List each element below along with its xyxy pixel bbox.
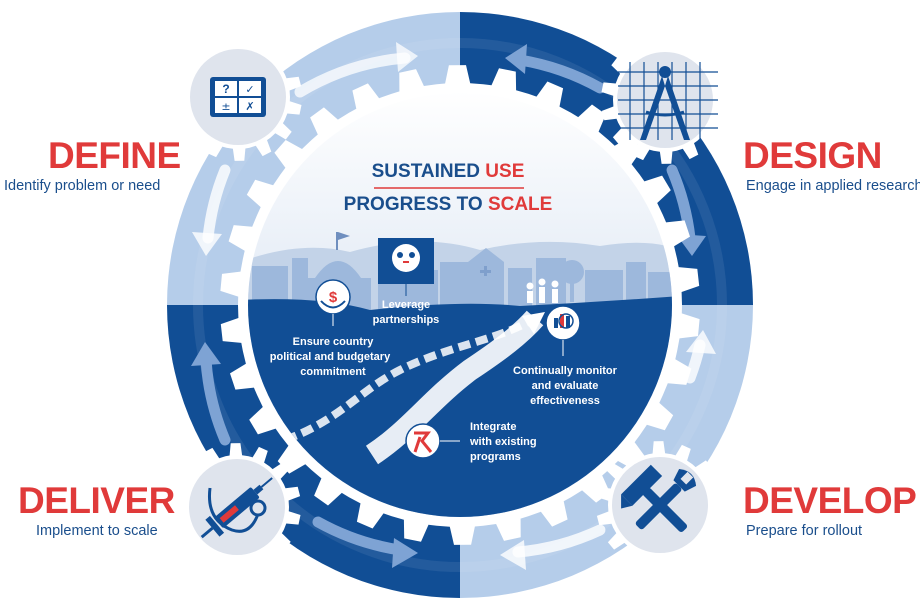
- commitment-label-3: commitment: [300, 366, 366, 378]
- partnerships-label-1: Leverage: [382, 299, 430, 311]
- commitment-icon: $: [315, 279, 351, 326]
- define-subtitle: Identify problem or need: [4, 178, 161, 194]
- progress-road: [283, 314, 538, 444]
- arrow-top-left: [294, 52, 411, 98]
- center-title-line2: PROGRESS TO SCALE: [344, 194, 553, 215]
- integrate-label-1: Integrate: [470, 421, 516, 433]
- svg-text:?: ?: [222, 82, 229, 96]
- develop-title: DEVELOP: [743, 480, 917, 521]
- integrate-icon: [405, 423, 460, 459]
- ground-area: [248, 296, 672, 517]
- cycle-arrows: [191, 42, 716, 570]
- define-stage: DEFINE Identify problem or need: [4, 135, 181, 194]
- svg-text:±: ±: [221, 100, 230, 113]
- arrow-right-lower-head: [686, 330, 716, 354]
- design-title: DESIGN: [743, 135, 882, 176]
- compass-blueprint-icon: [618, 62, 718, 140]
- people-icon: [526, 278, 559, 303]
- design-subtitle: Engage in applied research: [746, 178, 920, 194]
- develop-subtitle: Prepare for rollout: [746, 523, 863, 539]
- monitor-label-3: effectiveness: [530, 395, 600, 407]
- design-stage: DESIGN Engage in applied research: [743, 137, 920, 194]
- monitor-label-2: and evaluate: [532, 380, 599, 392]
- arrow-left-upper-head: [192, 232, 222, 256]
- develop-stage: DEVELOP Prepare for rollout: [743, 480, 917, 539]
- arrow-left-lower: [200, 354, 231, 446]
- arrow-bottom-right-head: [500, 540, 526, 570]
- deliver-title: DELIVER: [18, 480, 175, 521]
- partnerships-label-2: partnerships: [373, 314, 440, 326]
- commitment-label-2: political and budgetary: [270, 351, 391, 363]
- checklist-board-icon: ? ✓ ± ✗: [210, 77, 266, 117]
- svg-text:$: $: [329, 289, 338, 306]
- arrow-top-right-head: [505, 44, 527, 74]
- deliver-stage: DELIVER Implement to scale: [18, 482, 175, 539]
- arrow-bottom-left-head: [392, 538, 418, 568]
- center-title: SUSTAINED USE PROGRESS TO SCALE: [344, 161, 553, 215]
- monitor-label-1: Continually monitor: [513, 365, 618, 377]
- arrow-right-upper: [666, 164, 696, 244]
- arrow-top-right: [514, 54, 606, 94]
- arrow-left-lower-head: [191, 342, 221, 366]
- svg-text:✗: ✗: [245, 100, 254, 113]
- arrow-top-left-head: [396, 42, 418, 72]
- integrate-label-2: with existing: [469, 436, 537, 448]
- center-title-line1: SUSTAINED USE: [372, 161, 525, 182]
- partnerships-icon: [378, 238, 434, 296]
- wrench-hammer-icon: [621, 464, 697, 533]
- progress-arrowhead: [522, 312, 545, 334]
- monitor-icon: [545, 305, 581, 356]
- syringe-stethoscope-icon: [200, 477, 273, 539]
- integrate-label-3: programs: [470, 451, 521, 463]
- svg-text:✓: ✓: [245, 83, 254, 96]
- commitment-label-1: Ensure country: [293, 336, 375, 348]
- inner-labels: Ensure country political and budgetary c…: [270, 299, 618, 463]
- define-title: DEFINE: [48, 135, 181, 176]
- deliver-subtitle: Implement to scale: [36, 523, 158, 539]
